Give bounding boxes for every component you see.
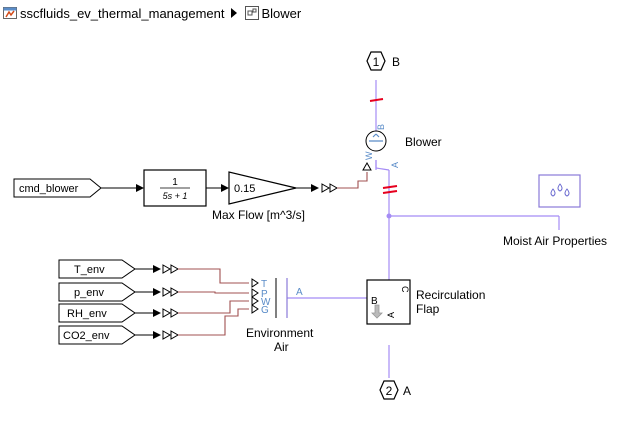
port-b-label: B: [392, 55, 400, 69]
water-drop-icon: [550, 183, 570, 197]
environment-air-input-g: G: [261, 305, 269, 316]
from-cmd-blower-label: cmd_blower: [19, 183, 79, 195]
simscape-model-icon: [3, 7, 17, 19]
from-p-env[interactable]: p_env: [58, 282, 136, 302]
from-rh-env-label: RH_env: [67, 308, 107, 320]
recirculation-flap-port-a: A: [386, 312, 396, 318]
from-cmd-blower[interactable]: cmd_blower: [13, 178, 102, 198]
gain-name: Max Flow [m^3/s]: [212, 208, 305, 222]
breadcrumb-subsystem[interactable]: Blower: [242, 5, 302, 21]
blower-port-b: B: [376, 124, 386, 130]
recirculation-flap-block[interactable]: B C A Recirculation Flap: [366, 279, 485, 325]
from-co2-env-label: CO2_env: [63, 330, 110, 342]
signal-gain-to-blower: [337, 172, 368, 189]
blower-input-port: [362, 161, 372, 171]
environment-air-port-a: A: [296, 287, 303, 298]
transfer-function-block[interactable]: 1 5s + 1: [143, 169, 207, 207]
connection-blower-bend: [375, 160, 390, 171]
blower-block[interactable]: B A W Blower: [362, 124, 442, 171]
fan-icon: [369, 133, 383, 142]
connection-junction-dot: [386, 213, 392, 219]
connection-fault-markers: [369, 98, 398, 194]
physical-connections: [287, 80, 560, 378]
environment-air-name-line2: Air: [274, 340, 289, 354]
recirculation-flap-port-c: C: [400, 286, 410, 293]
breadcrumb-model-label: sscfluids_ev_thermal_management: [20, 5, 225, 21]
port-b[interactable]: 1 B: [366, 51, 400, 71]
environment-air-block[interactable]: T P W G A Environment Air: [246, 278, 314, 354]
gain-value: 0.15: [234, 183, 255, 195]
env-signal-lines: [135, 264, 249, 340]
recirculation-flap-name-line1: Recirculation: [416, 288, 485, 302]
recirculation-flap-name-line2: Flap: [416, 302, 440, 316]
moist-air-properties-block[interactable]: Moist Air Properties: [503, 174, 607, 248]
port-a[interactable]: 2 A: [379, 380, 411, 400]
breadcrumb-arrow-icon: [230, 8, 237, 18]
breadcrumb-subsystem-label: Blower: [261, 5, 302, 21]
port-a-label: A: [403, 384, 411, 398]
blower-input-w: W: [364, 151, 374, 160]
gain-block[interactable]: 0.15 Max Flow [m^3/s]: [212, 171, 305, 222]
environment-air-input-p: P: [261, 289, 268, 300]
from-p-env-label: p_env: [74, 287, 104, 299]
transfer-function-denominator: 5s + 1: [163, 191, 188, 201]
environment-air-name-line1: Environment: [246, 326, 314, 340]
simulink-ps-converter-icon: [321, 183, 339, 193]
transfer-function-numerator: 1: [172, 177, 178, 188]
environment-air-input-w: W: [261, 297, 271, 308]
breadcrumb-model[interactable]: sscfluids_ev_thermal_management: [0, 6, 225, 21]
from-rh-env[interactable]: RH_env: [58, 303, 136, 323]
blower-name: Blower: [405, 135, 442, 149]
from-co2-env[interactable]: CO2_env: [58, 325, 136, 345]
port-a-number: 2: [386, 384, 393, 398]
block-diagram-canvas[interactable]: 1 B B A W Blower cmd_blower 1 5s + 1 0.1…: [0, 26, 624, 425]
breadcrumb: sscfluids_ev_thermal_management Blower: [0, 0, 624, 26]
port-b-number: 1: [373, 55, 380, 69]
moist-air-properties-name: Moist Air Properties: [503, 234, 607, 248]
from-t-env-label: T_env: [74, 264, 105, 276]
subsystem-icon: [244, 6, 259, 20]
from-t-env[interactable]: T_env: [58, 259, 136, 279]
blower-port-a: A: [390, 162, 400, 168]
environment-air-input-t: T: [261, 279, 267, 290]
recirculation-flap-port-b: B: [371, 296, 378, 307]
flap-arrow-icon: [371, 304, 383, 319]
